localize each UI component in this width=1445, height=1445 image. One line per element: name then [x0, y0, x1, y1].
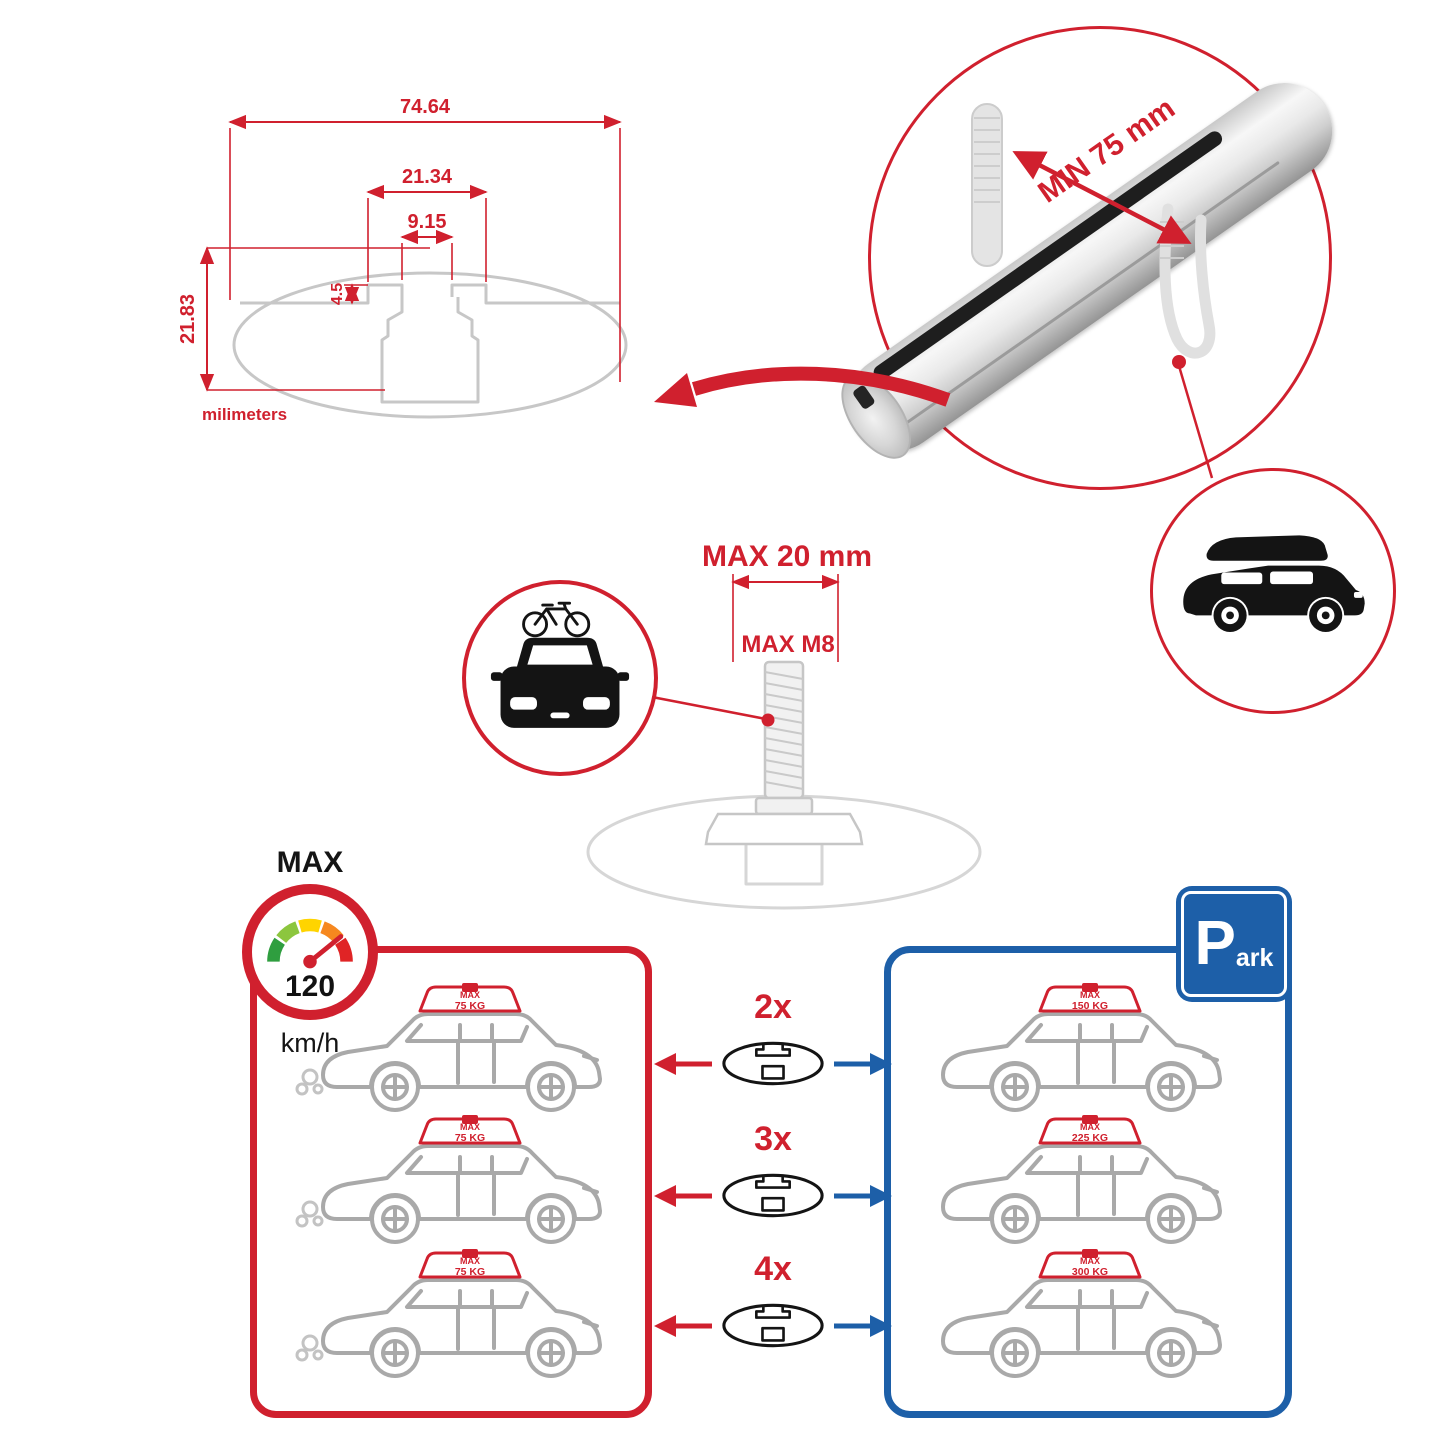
- dim-width-total-value: 74.64: [400, 96, 451, 118]
- cargo-weight-label: 225 KG: [1072, 1132, 1108, 1144]
- max-thread-label: MAX M8: [741, 631, 834, 658]
- dimension-channel-width: 21.34: [366, 166, 488, 282]
- clamp-hook-front: [1012, 151, 1216, 369]
- padlock-icon: [462, 1249, 478, 1258]
- roofbox-car-circle: [1150, 468, 1396, 714]
- parked-load-panel: [884, 946, 1292, 1418]
- cargo-max-label: MAX: [460, 1256, 480, 1266]
- parked-car-3: MAX 300 KG: [941, 1249, 1222, 1378]
- padlock-icon: [462, 1115, 478, 1124]
- padlock-icon: [462, 983, 478, 992]
- dim-channel-width-value: 21.34: [402, 166, 453, 188]
- padlock-icon: [1082, 1115, 1098, 1124]
- parked-car-1: MAX 150 KG: [941, 983, 1222, 1112]
- padlock-icon: [1082, 983, 1098, 992]
- cargo-max-label: MAX: [1080, 1256, 1100, 1266]
- t-bolt-icon: [704, 660, 864, 846]
- bike-car-circle: [462, 580, 658, 776]
- dimension-height-total: 21.83: [177, 246, 430, 392]
- bar-count-2x: 2x: [754, 988, 792, 1026]
- cargo-max-label: MAX: [1080, 1122, 1100, 1132]
- roof-cargo-box: MAX 75 KG: [418, 1249, 522, 1279]
- dimension-slot-width: 9.15: [400, 211, 454, 280]
- drive-car-2: MAX 75 KG: [295, 1115, 602, 1244]
- clamp-rod-back: [971, 103, 1003, 267]
- speed-unit-label: km/h: [280, 1028, 340, 1058]
- drive-car-3: MAX 75 KG: [295, 1249, 602, 1378]
- roof-cargo-box: MAX 75 KG: [418, 1115, 522, 1145]
- drive-car-1: MAX 75 KG: [295, 983, 602, 1112]
- roof-cargo-box: MAX 75 KG: [418, 983, 522, 1013]
- cargo-weight-label: 75 KG: [455, 1000, 485, 1012]
- adapter-row-graphic-3: [654, 1303, 892, 1348]
- bar-profile-outline: [232, 271, 628, 419]
- cargo-weight-label: 300 KG: [1072, 1266, 1108, 1278]
- adapter-row-graphic-1: [654, 1041, 892, 1086]
- dim-step-height-value: 4.5: [329, 283, 346, 305]
- roof-cargo-box: MAX 300 KG: [1038, 1249, 1142, 1279]
- max-width-label: MAX 20 mm: [702, 540, 872, 573]
- cross-section-drawing: 74.64 21.34 9.15 4.5 21.83 milimeters: [177, 96, 628, 424]
- min-spacing-arrow: [1012, 151, 1192, 244]
- exhaust-puffs: [295, 1334, 324, 1362]
- exhaust-puffs: [295, 1068, 324, 1096]
- dimension-step-height: 4.5: [329, 283, 368, 305]
- bolt-spec-drawing: MAX 20 mm MAX M8: [586, 540, 982, 910]
- parked-car-2: MAX 225 KG: [941, 1115, 1222, 1244]
- roof-cargo-box: MAX 150 KG: [1038, 983, 1142, 1013]
- roofbox-car-illustration: [1183, 535, 1365, 632]
- dim-slot-width-value: 9.15: [408, 211, 447, 233]
- dimension-width-total: 74.64: [228, 96, 622, 382]
- units-label: milimeters: [202, 405, 287, 424]
- cargo-weight-label: 75 KG: [455, 1266, 485, 1278]
- cargo-max-label: MAX: [1080, 990, 1100, 1000]
- speed-max-label: MAX: [276, 846, 344, 879]
- car-front-icon: [490, 637, 630, 728]
- bike-car-illustration: [490, 601, 630, 728]
- cargo-weight-label: 75 KG: [455, 1132, 485, 1144]
- bar-count-3x: 3x: [754, 1120, 792, 1158]
- roof-box-icon: [1206, 535, 1328, 561]
- cargo-max-label: MAX: [460, 1122, 480, 1132]
- speed-limit-value: 120: [284, 970, 336, 1003]
- adapter-row-graphic-2: [654, 1173, 892, 1218]
- bike-icon: [522, 601, 591, 638]
- dimension-bolt-width: [731, 574, 840, 662]
- speed-limit-badge: 120: [242, 884, 378, 1020]
- dim-height-total-value: 21.83: [177, 294, 199, 344]
- clamp-pointer-dot: [1172, 355, 1186, 369]
- roof-cargo-box: MAX 225 KG: [1038, 1115, 1142, 1145]
- parking-p-letter: P: [1194, 909, 1236, 978]
- parking-ark-text: ark: [1235, 943, 1274, 972]
- speedometer-gauge-icon: [267, 918, 353, 969]
- padlock-icon: [1082, 1249, 1098, 1258]
- cargo-max-label: MAX: [460, 990, 480, 1000]
- exhaust-puffs: [295, 1200, 324, 1228]
- bar-count-4x: 4x: [754, 1250, 792, 1288]
- cargo-weight-label: 150 KG: [1072, 1000, 1108, 1012]
